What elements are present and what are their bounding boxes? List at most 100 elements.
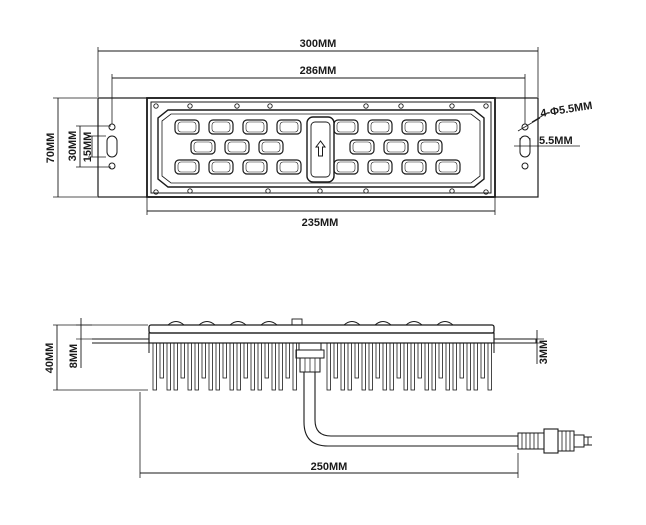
label-hole-diameter: 4-Φ5.5MM [540,100,594,120]
screw [267,103,273,109]
heat-sink-fin [187,342,192,391]
label-3mm: 3MM [538,340,550,364]
label-70mm: 70MM [45,133,57,164]
dimension-slot-spacing: 30MM [67,125,111,168]
label-15mm: 15MM [82,132,94,163]
heat-sink-fin [173,342,178,391]
dimension-housing-length: 235MM [146,198,496,229]
lens-bump [374,321,392,326]
screw [187,103,193,109]
heat-sink-fin [264,342,269,379]
screw [449,188,455,194]
lens-bump [436,321,454,326]
heat-sink-fin [347,342,352,391]
heat-sink-fin [396,342,401,379]
heat-sink-fin [201,342,206,379]
dimension-overall-length: 300MM [97,38,539,97]
led-lens [276,119,302,135]
lens-bump [167,321,185,326]
heat-sink-fin [403,342,408,391]
heat-sink-fin [382,342,387,391]
heat-sink-fin [257,342,262,391]
dimension-bracket-thickness: 3MM [536,330,550,364]
heat-sink-fin [361,342,366,391]
side-view: 40MM 8MM 3MM 250MM [44,318,592,478]
led-lens [435,119,461,135]
led-lens [333,159,359,175]
dimension-slot-width: 5.5MM [514,135,580,152]
heat-sink-fin [326,342,331,391]
dimension-mounting-span: 286MM [111,65,526,124]
lens-bump [405,321,423,326]
heat-sink-fin [417,342,422,379]
led-lens [349,139,375,155]
lens-bump [260,321,278,326]
led-lens [208,159,234,175]
heat-sink-fin [424,342,429,391]
vent-plug [291,318,303,326]
heat-sink-fin [368,342,373,391]
heat-sink-fin [431,342,436,391]
led-lens [258,139,284,155]
led-lens [276,159,302,175]
led-lens [242,159,268,175]
heat-sink-fin [354,342,359,379]
heat-sink-fin [278,342,283,391]
led-lens [333,119,359,135]
heat-sink-fin [445,342,450,391]
heat-sink-fin [466,342,471,391]
side-bracket [92,338,537,353]
left-bracket-holes [106,123,118,170]
led-lens [242,119,268,135]
led-lens [224,139,250,155]
led-lens [367,159,393,175]
label-286mm: 286MM [300,65,337,77]
heat-sink-fin [285,342,290,379]
led-lens [401,159,427,175]
heat-sink-fin [375,342,380,379]
led-lens [190,139,216,155]
heat-sink-fin [473,342,478,391]
label-40mm: 40MM [44,343,56,374]
screw [265,188,271,194]
screw [363,103,369,109]
heat-sink-fin [166,342,171,391]
screw [449,103,455,109]
led-lens [208,119,234,135]
screw [153,189,159,195]
led-lens [174,159,200,175]
heat-sink-fin [480,342,485,379]
heat-sink-fin [215,342,220,391]
heat-sink-fin [340,342,345,391]
heat-sink-fin [410,342,415,391]
heat-sink-fin [487,342,492,391]
heat-sink-fin [459,342,464,379]
heat-sink-fin [236,342,241,391]
dimension-cable-reach: 250MM [139,392,519,478]
label-5-5mm: 5.5MM [539,135,573,147]
screw [483,189,489,195]
label-30mm: 30MM [67,131,79,162]
lens-cover [148,318,495,334]
heat-sink-fin [208,342,213,391]
led-lens [435,159,461,175]
callout-hole-diameter: 4-Φ5.5MM [517,100,594,132]
label-235mm: 235MM [302,217,339,229]
led-lens [174,119,200,135]
right-bracket-holes [519,123,531,170]
screw [234,103,240,109]
housing-inner-frame [157,109,485,188]
heat-sink-fin [271,342,276,391]
heat-sink-fin [243,342,248,379]
cable-connector [517,428,592,454]
arrow-up-icon [315,140,326,157]
screw [398,103,404,109]
led-lens [367,119,393,135]
label-300mm: 300MM [300,38,337,50]
heat-sink-fin [452,342,457,391]
heat-sink-fin [222,342,227,379]
led-lens-array [174,119,461,175]
dimension-bracket-offset: 8MM [68,318,92,368]
screw [483,103,489,109]
housing-base [148,332,495,344]
